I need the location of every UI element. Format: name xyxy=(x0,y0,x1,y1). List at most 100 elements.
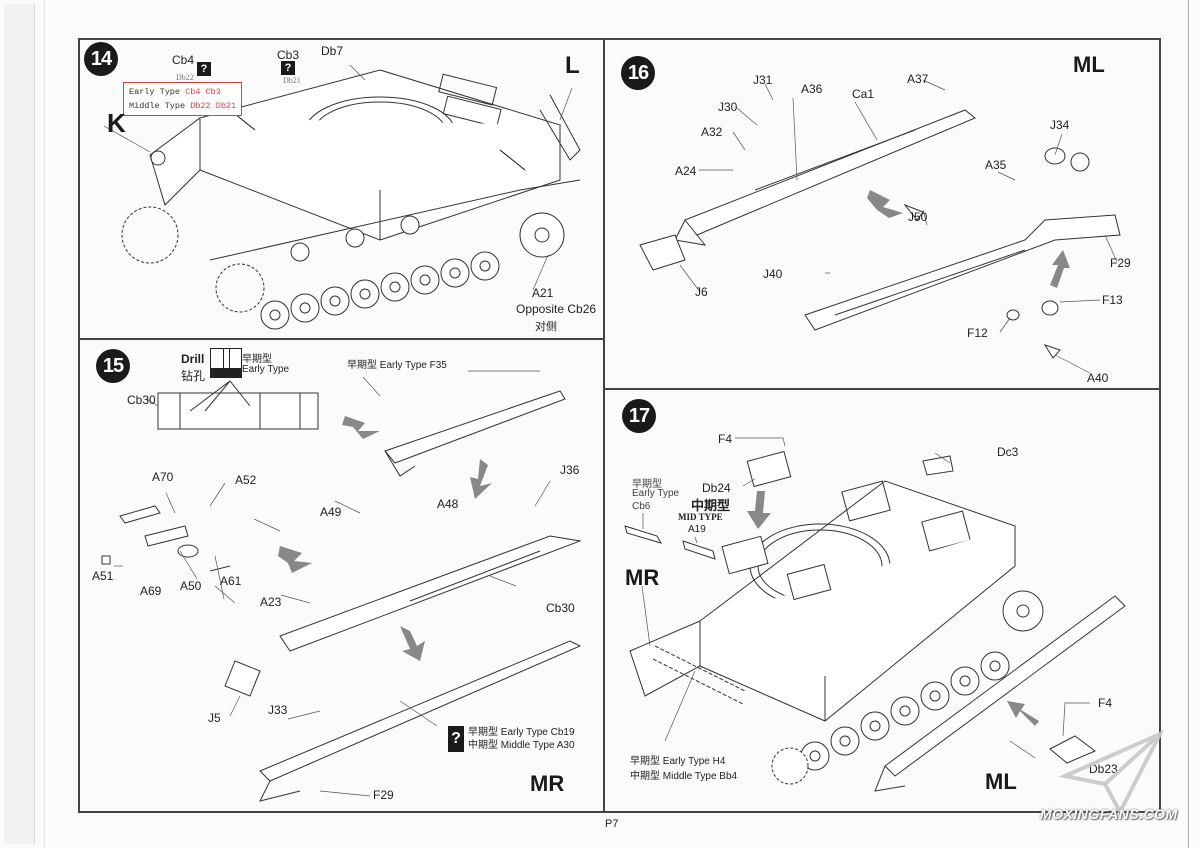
road-wheel-hub xyxy=(809,750,821,762)
leader-lines xyxy=(114,370,551,797)
fender-assembly-drawing xyxy=(101,370,582,802)
part-label: A21 xyxy=(532,286,554,300)
arrow-icon xyxy=(400,626,425,661)
mid-type-label: MID TYPE xyxy=(678,512,723,522)
divider-right-horizontal xyxy=(603,388,1161,390)
left-fender-drawing xyxy=(639,79,1121,374)
middle-type-note: 中期型 Middle Type Bb4 xyxy=(630,771,738,782)
road-wheel-hub xyxy=(389,281,401,293)
part-label: F29 xyxy=(373,788,394,802)
road-wheel-hub xyxy=(269,309,281,321)
variant-note-box: Early Type Cb4 Cb3 Middle Type Db22 Db21 xyxy=(123,82,243,116)
road-wheel-hub xyxy=(869,720,881,732)
step-number-badge: 14 xyxy=(84,42,118,76)
step-number-badge: 17 xyxy=(622,399,656,433)
instruction-frame xyxy=(78,38,1161,813)
step-15-panel: 15 Drill 钻孔 早期型 Early Type xyxy=(80,341,602,811)
return-roller xyxy=(345,228,365,248)
part-label: A61 xyxy=(220,574,242,588)
arrow-icon xyxy=(747,491,771,529)
road-wheels xyxy=(771,651,1010,785)
return-roller xyxy=(290,242,310,262)
road-wheel-hub xyxy=(989,660,1001,672)
idler-hub xyxy=(534,227,550,243)
step-number-badge: 16 xyxy=(621,56,655,90)
part-label: J40 xyxy=(763,267,783,281)
part-label: F12 xyxy=(967,326,988,340)
part-label: Db23 xyxy=(1089,762,1118,776)
question-mark-icon: ? xyxy=(448,726,464,752)
opposite-note-cn: 对侧 xyxy=(535,321,557,333)
question-mark-icon: ? xyxy=(281,61,295,75)
mid-type-cn: 中期型 xyxy=(691,498,731,513)
step-17-panel: 17 xyxy=(605,391,1161,811)
middle-type-parts: Db22 Db21 xyxy=(190,101,237,111)
part-label: J50 xyxy=(908,210,928,224)
part-label: Cb6 xyxy=(632,501,651,512)
hull-assembly-drawing xyxy=(103,64,581,330)
part-label: Dc3 xyxy=(997,445,1019,459)
part-label: Db21 xyxy=(283,76,301,85)
road-wheel-hub xyxy=(899,705,911,717)
part-label: Db22 xyxy=(176,73,194,82)
part-label: J6 xyxy=(695,285,708,299)
sheet-edge xyxy=(1188,0,1189,848)
variant-note: 早期型 Early Type H4 中期型 Middle Type Bb4 xyxy=(630,754,737,784)
drive-sprocket xyxy=(771,747,809,785)
early-type-note: 早期型 Early Type Cb19 xyxy=(468,727,575,738)
road-wheel-hub xyxy=(449,267,461,279)
part-label: J34 xyxy=(1050,118,1070,132)
part-label: A48 xyxy=(437,497,459,511)
side-marker-ml: ML xyxy=(1073,52,1105,77)
part-label: A51 xyxy=(92,569,114,583)
part-label: A49 xyxy=(320,505,342,519)
part-label: A35 xyxy=(985,158,1007,172)
early-type-label: Early Type xyxy=(129,87,181,97)
divider-left-horizontal xyxy=(78,338,604,340)
page-number: P7 xyxy=(605,818,619,830)
road-wheels xyxy=(260,212,565,330)
part-label: A23 xyxy=(260,595,282,609)
road-wheel-hub xyxy=(959,675,971,687)
side-marker-ml: ML xyxy=(985,769,1017,794)
drill-label: Drill xyxy=(181,352,205,366)
part-label: A36 xyxy=(801,82,823,96)
early-type-cn: 早期型 xyxy=(632,479,662,490)
variant-note: ? 早期型 Early Type Cb19 中期型 Middle Type A3… xyxy=(448,726,575,752)
opposite-note: Opposite Cb26 xyxy=(516,302,597,316)
part-label: A32 xyxy=(701,125,723,139)
road-wheel-hub xyxy=(329,295,341,307)
divider-vertical xyxy=(603,38,605,813)
paper-plane-logo-icon xyxy=(1058,729,1165,817)
part-label: Cb4 xyxy=(172,53,195,67)
part-label: F4 xyxy=(718,432,733,446)
arrow-icon xyxy=(867,190,903,218)
direction-arrows xyxy=(867,190,1070,288)
road-wheel-hub xyxy=(299,302,311,314)
part-label: A50 xyxy=(180,579,202,593)
drill-type-cn: 早期型 xyxy=(242,354,272,365)
part-label: J33 xyxy=(268,703,288,717)
part-label: Ca1 xyxy=(852,87,875,101)
middle-type-note: 中期型 Middle Type A30 xyxy=(468,740,575,751)
road-wheel-hub xyxy=(479,260,491,272)
part-label: A70 xyxy=(152,470,174,484)
road-wheel-hub xyxy=(929,690,941,702)
part-label: A69 xyxy=(140,584,162,598)
part-label: Cb30 xyxy=(546,601,575,615)
arrow-icon xyxy=(1007,701,1039,726)
part-label: F13 xyxy=(1102,293,1123,307)
arrow-icon xyxy=(278,546,312,573)
part-label: Cb30 xyxy=(127,393,156,407)
part-label: A19 xyxy=(688,524,706,535)
drill-label-cn: 钻孔 xyxy=(181,369,206,383)
early-type-label: Early Type xyxy=(632,488,680,499)
part-label: J5 xyxy=(208,711,221,725)
rear-marker-l: L xyxy=(565,52,580,79)
part-label: F29 xyxy=(1110,256,1131,270)
road-wheel-hub xyxy=(419,274,431,286)
part-label: A40 xyxy=(1087,371,1109,385)
leader-lines xyxy=(103,64,573,291)
arrow-icon xyxy=(342,416,380,439)
early-type-f35-label: 早期型 Early Type F35 xyxy=(347,360,447,371)
